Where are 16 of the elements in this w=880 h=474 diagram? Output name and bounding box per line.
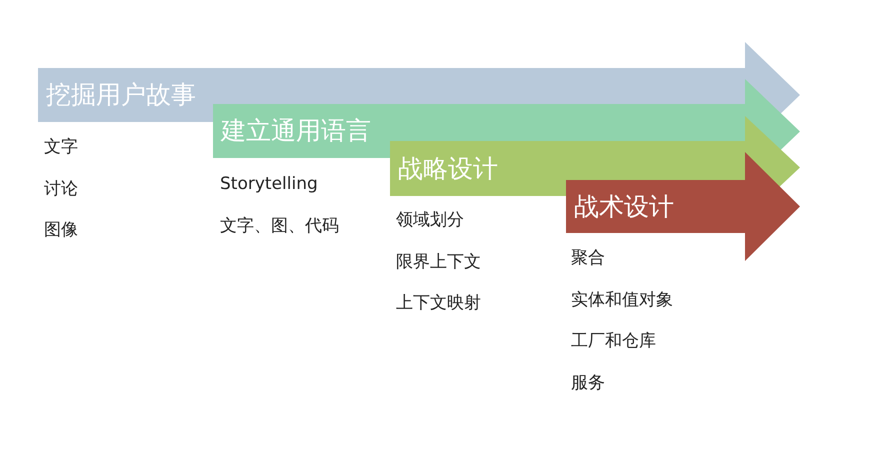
- list-item: 限界上下文: [396, 250, 481, 272]
- list-item: 服务: [571, 372, 605, 394]
- list-item: 领域划分: [396, 209, 464, 231]
- list-item: 文字: [44, 136, 78, 158]
- list-item: 讨论: [44, 178, 78, 200]
- list-item: 文字、图、代码: [220, 214, 339, 236]
- arrow-title: 战略设计: [398, 154, 498, 184]
- arrow-title: 挖掘用户故事: [46, 80, 196, 110]
- list-item: Storytelling: [220, 173, 318, 195]
- arrow-title: 战术设计: [574, 192, 674, 222]
- list-item: 上下文映射: [396, 292, 481, 314]
- list-item: 工厂和仓库: [571, 330, 656, 352]
- arrow-title: 建立通用语言: [221, 116, 371, 146]
- list-item: 实体和值对象: [571, 288, 673, 310]
- list-item: 聚合: [571, 247, 605, 269]
- list-item: 图像: [44, 219, 78, 241]
